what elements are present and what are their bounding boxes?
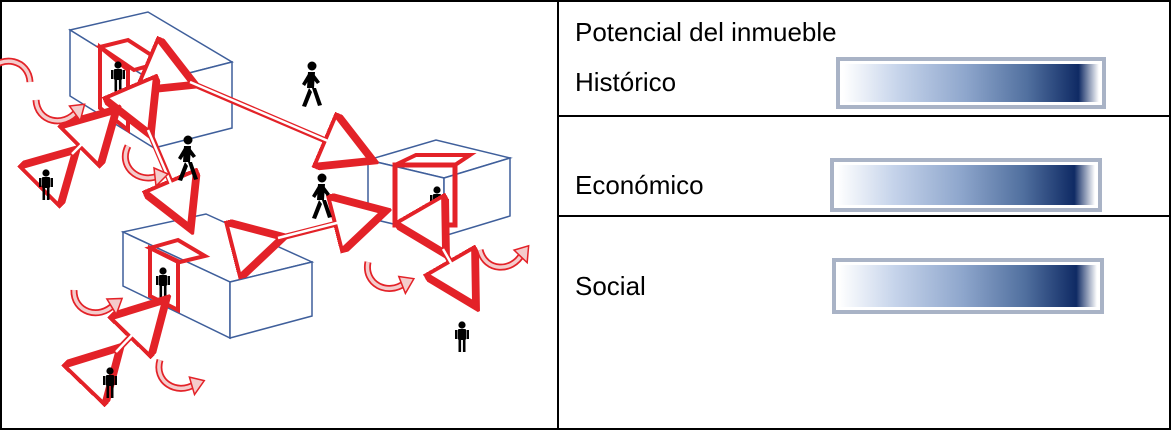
curved-arrow-icon bbox=[157, 353, 206, 400]
potential-bar-social bbox=[832, 258, 1104, 314]
person-icon bbox=[455, 321, 469, 352]
building-block-icon bbox=[120, 213, 315, 340]
panel-title: Potencial del inmueble bbox=[575, 17, 837, 47]
curved-arrow-icon bbox=[72, 273, 128, 327]
curved-arrow-icon bbox=[0, 46, 32, 102]
outer-border-bottom bbox=[0, 428, 1171, 430]
potential-bar-economico bbox=[830, 158, 1102, 212]
double-arrow-inner bbox=[71, 80, 469, 353]
row-divider-2 bbox=[557, 215, 1171, 217]
outer-border-left bbox=[0, 0, 2, 430]
buildings-illustration bbox=[0, 11, 557, 430]
row-label-social: Social bbox=[575, 271, 646, 301]
potential-bar-historico bbox=[836, 57, 1106, 109]
walking-person-icon bbox=[178, 135, 198, 181]
curved-arrow-icon bbox=[478, 224, 536, 282]
person-icon bbox=[39, 169, 53, 200]
row-label-economico: Económico bbox=[575, 170, 704, 200]
curved-arrow-icon bbox=[365, 252, 417, 302]
person-icon bbox=[103, 367, 117, 398]
outer-border-top bbox=[0, 0, 1171, 2]
row-divider-1 bbox=[557, 115, 1171, 117]
walking-person-icon bbox=[312, 173, 332, 219]
row-label-historico: Histórico bbox=[575, 67, 677, 97]
walking-person-icon bbox=[302, 61, 322, 107]
